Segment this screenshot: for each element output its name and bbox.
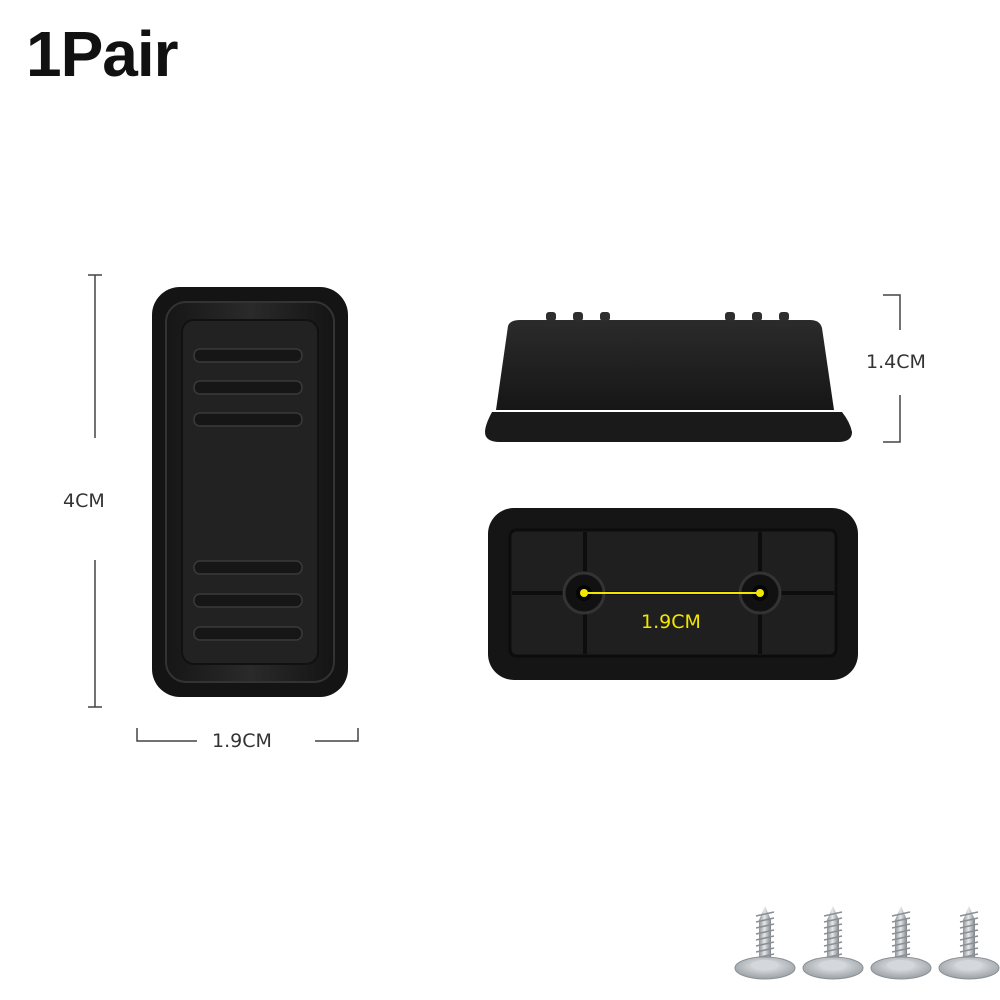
height-label: 4CM	[63, 490, 105, 512]
title-1pair: 1Pair	[26, 18, 179, 90]
hole-spacing-line	[580, 589, 764, 597]
hole-spacing-label: 1.9CM	[641, 611, 701, 633]
pad-side-view	[485, 312, 852, 442]
thickness-dimension-line	[883, 294, 901, 443]
screw-icon	[938, 906, 1000, 980]
screw-icon	[802, 906, 864, 980]
width-dimension-line	[136, 728, 359, 742]
thickness-label: 1.4CM	[866, 351, 926, 373]
screw-icon	[870, 906, 932, 980]
pad-bottom-view	[488, 508, 858, 680]
pad-top-view	[152, 287, 348, 697]
screws-group	[734, 906, 1000, 980]
screw-icon	[734, 906, 796, 980]
width-label: 1.9CM	[212, 730, 272, 752]
height-dimension-line	[88, 274, 102, 708]
